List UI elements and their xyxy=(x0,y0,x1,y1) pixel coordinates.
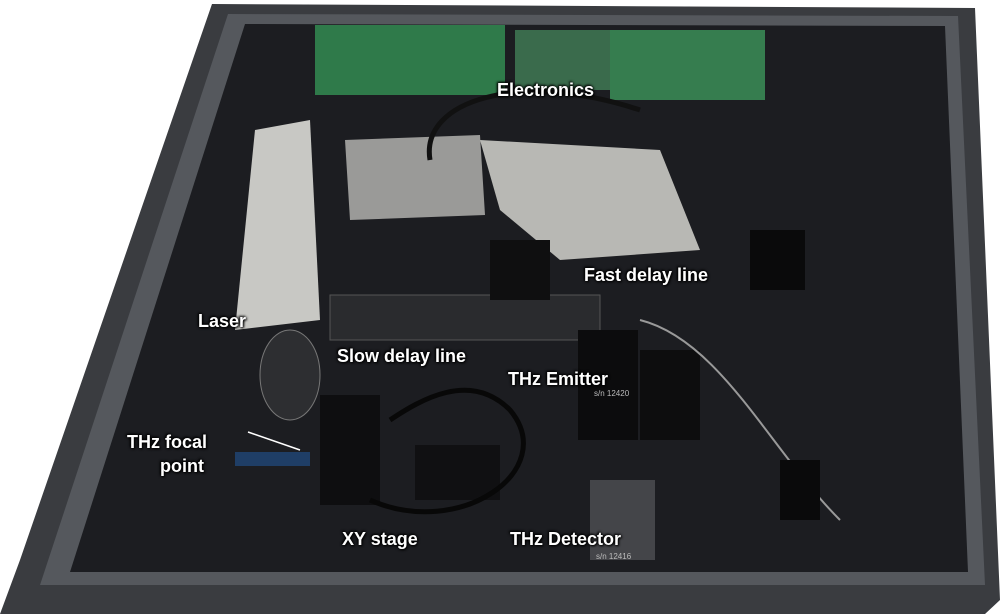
xy-stage-motor xyxy=(415,445,500,500)
circuit-board-middle xyxy=(515,30,610,90)
laser-housing xyxy=(235,120,320,330)
cable xyxy=(368,387,526,515)
mirror-mount xyxy=(750,230,805,290)
circuit-board-right xyxy=(610,30,765,100)
xy-stage xyxy=(320,395,380,505)
focal-point-leader-line xyxy=(247,431,301,451)
lens-mount xyxy=(640,350,700,440)
power-supply xyxy=(345,135,485,220)
label-slow-delay-line: Slow delay line xyxy=(337,346,467,366)
label-electronics: Electronics xyxy=(497,80,595,100)
detector-serial: s/n 12416 xyxy=(596,552,632,561)
thz-emitter-module xyxy=(578,330,638,440)
label-thz-emitter: THz Emitter xyxy=(508,369,609,389)
label-fast-delay-line: Fast delay line xyxy=(584,265,709,285)
thz-detector-module xyxy=(590,480,655,560)
label-xy-stage: XY stage xyxy=(342,529,418,549)
emitter-serial: s/n 12420 xyxy=(594,389,630,398)
mirror-mount xyxy=(780,460,820,520)
label-thz-detector: THz Detector xyxy=(510,529,622,549)
delay-motor xyxy=(490,240,550,300)
label-thz-focal-point-line1: THz focal xyxy=(127,432,208,452)
slow-delay-stage xyxy=(329,294,601,341)
sample-holder xyxy=(235,452,310,466)
label-thz-focal-point-line2: point xyxy=(160,456,204,476)
fast-delay-stage xyxy=(480,140,700,260)
circuit-board-left xyxy=(315,25,505,95)
label-laser: Laser xyxy=(198,311,247,331)
cable xyxy=(426,89,641,161)
parabolic-mirror xyxy=(259,329,321,421)
